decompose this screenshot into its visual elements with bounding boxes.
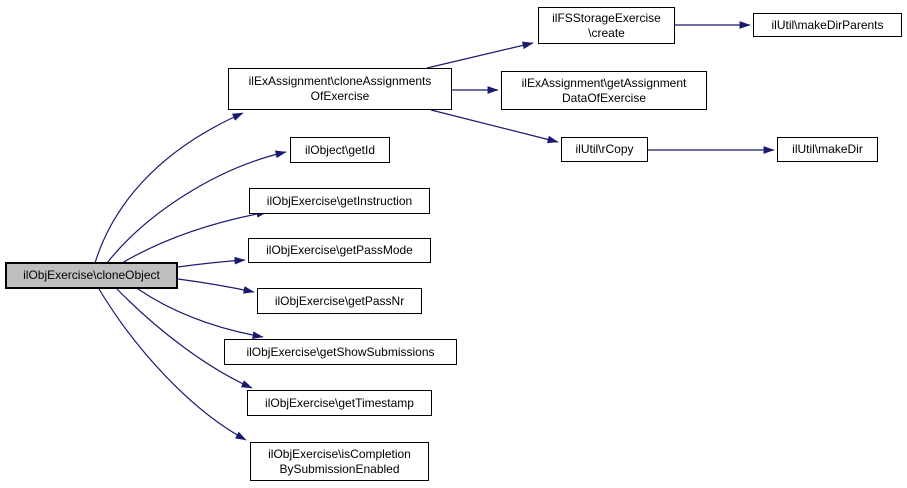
node-getPassMode-label: ilObjExercise\getPassMode bbox=[266, 243, 413, 257]
node-getTimestamp-label: ilObjExercise\getTimestamp bbox=[265, 395, 414, 410]
node-getPassMode[interactable]: ilObjExercise\getPassMode bbox=[248, 238, 431, 263]
edge-cloneObject-to-isCompletionBySubmissionEnabled bbox=[98, 288, 247, 441]
node-getPassNr[interactable]: ilObjExercise\getPassNr bbox=[257, 288, 422, 314]
edge-cloneAssignmentsOfExercise-to-create bbox=[426, 41, 534, 69]
node-makeDirParents-label: ilUtil\makeDirParents bbox=[771, 17, 884, 32]
node-getAssignmentDataOfExercise[interactable]: ilExAssignment\getAssignment DataOfExerc… bbox=[501, 71, 707, 110]
node-cloneObject: ilObjExercise\cloneObject bbox=[5, 262, 178, 289]
node-getId-label: ilObject\getId bbox=[304, 142, 376, 157]
node-getAssignmentDataOfExercise-label: ilExAssignment\getAssignment DataOfExerc… bbox=[521, 75, 687, 105]
node-makeDir[interactable]: ilUtil\makeDir bbox=[777, 137, 878, 162]
node-rCopy-label: ilUtil\rCopy bbox=[575, 142, 634, 156]
edge-cloneObject-to-getId bbox=[106, 150, 287, 264]
node-getId[interactable]: ilObject\getId bbox=[290, 137, 390, 163]
node-getInstruction[interactable]: ilObjExercise\getInstruction bbox=[249, 188, 430, 214]
node-getTimestamp[interactable]: ilObjExercise\getTimestamp bbox=[247, 390, 432, 416]
edge-cloneObject-to-getTimestamp bbox=[116, 288, 253, 389]
edge-cloneObject-to-getPassMode bbox=[177, 256, 246, 268]
node-rCopy[interactable]: ilUtil\rCopy bbox=[561, 137, 648, 162]
node-getShowSubmissions-label: ilObjExercise\getShowSubmissions bbox=[246, 344, 435, 359]
node-getInstruction-label: ilObjExercise\getInstruction bbox=[266, 193, 413, 208]
node-makeDir-label: ilUtil\makeDir bbox=[792, 142, 863, 156]
edge-cloneObject-to-getInstruction bbox=[121, 210, 268, 264]
node-cloneAssignmentsOfExercise-label: ilExAssignment\cloneAssignments OfExerci… bbox=[248, 74, 432, 103]
edge-cloneAssignmentsOfExercise-to-rCopy bbox=[430, 109, 559, 144]
node-create[interactable]: ilFSStorageExercise \create bbox=[538, 7, 675, 44]
edge-cloneObject-to-cloneAssignmentsOfExercise bbox=[94, 112, 244, 264]
edge-cloneObject-to-getPassNr bbox=[177, 278, 255, 294]
node-cloneObject-label: ilObjExercise\cloneObject bbox=[23, 268, 160, 282]
node-makeDirParents[interactable]: ilUtil\makeDirParents bbox=[753, 13, 902, 37]
node-cloneAssignmentsOfExercise[interactable]: ilExAssignment\cloneAssignments OfExerci… bbox=[228, 68, 452, 110]
node-getShowSubmissions[interactable]: ilObjExercise\getShowSubmissions bbox=[224, 339, 457, 365]
node-getPassNr-label: ilObjExercise\getPassNr bbox=[274, 293, 405, 308]
edge-cloneObject-to-getShowSubmissions bbox=[137, 288, 264, 339]
node-create-label: ilFSStorageExercise \create bbox=[552, 10, 661, 40]
node-isCompletionBySubmissionEnabled-label: ilObjExercise\isCompletion BySubmissionE… bbox=[268, 446, 411, 476]
node-isCompletionBySubmissionEnabled[interactable]: ilObjExercise\isCompletion BySubmissionE… bbox=[250, 442, 429, 481]
